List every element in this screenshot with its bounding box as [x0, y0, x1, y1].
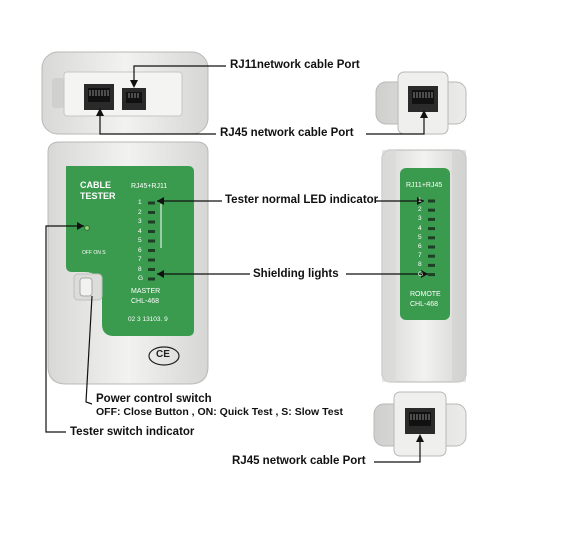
master-led-3 — [148, 220, 155, 224]
remote-tester — [381, 149, 467, 383]
ce-mark-oval — [148, 346, 180, 366]
remote-green-panel — [400, 168, 450, 320]
rj45-port-master — [84, 84, 114, 110]
remote-led-number-4: 4 — [418, 224, 422, 232]
leader-rj45-top-remote — [366, 112, 425, 135]
callout-rj45-port-top: RJ45 network cable Port — [220, 127, 354, 139]
ce-mark: CE — [156, 349, 170, 360]
master-tester — [47, 141, 209, 385]
callout-power-switch-title: Power control switch — [96, 393, 212, 405]
remote-model-line2: CHL-468 — [410, 301, 439, 308]
callout-rj11-port: RJ11network cable Port — [230, 59, 360, 71]
remote-led-2 — [428, 208, 435, 212]
master-led-7 — [148, 258, 155, 262]
master-led-6 — [148, 249, 155, 252]
leader-rj45-bottom — [374, 436, 421, 463]
master-title-line1: CABLE — [80, 180, 111, 190]
callout-led-indicator: Tester normal LED indicator — [225, 194, 379, 206]
master-model-line2: CHL-468 — [131, 298, 160, 305]
master-title-line2: TESTER — [80, 191, 116, 201]
power-switch-knob[interactable] — [79, 277, 93, 297]
remote-led-number-6: 6 — [418, 243, 422, 250]
master-led-number-4: 4 — [138, 227, 142, 235]
callout-power-switch-desc: OFF: Close Button , ON: Quick Test , S: … — [96, 406, 343, 418]
master-model-line1: MASTER — [131, 288, 161, 295]
master-led-number-9: G — [138, 275, 144, 282]
remote-led-9 — [428, 273, 435, 277]
remote-model-line1: ROMOTE — [410, 291, 441, 298]
master-led-1 — [148, 201, 155, 205]
leader-switch-indicator — [45, 225, 84, 433]
master-led-2 — [148, 211, 155, 214]
master-header: RJ45+RJ11 — [131, 183, 168, 190]
master-led-5 — [148, 239, 155, 243]
master-footer-code: 02 3 13103. 9 — [128, 316, 168, 323]
remote-led-4 — [428, 227, 435, 231]
remote-bottom-view — [373, 391, 467, 457]
arrowheads — [77, 80, 428, 442]
leader-rj45-top — [99, 110, 216, 135]
remote-led-8 — [428, 263, 435, 267]
master-led-number-3: 3 — [138, 218, 142, 225]
remote-top-view — [375, 71, 467, 135]
callout-switch-indicator: Tester switch indicator — [70, 426, 195, 438]
remote-led-3 — [428, 217, 435, 221]
leader-lines — [45, 65, 428, 463]
leader-rj11 — [133, 65, 226, 86]
remote-led-7 — [428, 254, 435, 258]
remote-led-number-1: 1 — [418, 197, 422, 204]
callout-rj45-port-bottom: RJ45 network cable Port — [232, 455, 366, 467]
master-led-number-1: 1 — [138, 199, 142, 206]
master-led-9 — [148, 277, 155, 281]
remote-led-1 — [428, 199, 435, 203]
remote-led-number-5: 5 — [418, 233, 422, 241]
master-top-side-clip — [52, 78, 64, 108]
remote-led-number-2: 2 — [418, 206, 422, 214]
remote-led-5 — [428, 236, 435, 240]
remote-led-number-7: 7 — [418, 252, 422, 260]
remote-led-number-8: 8 — [418, 261, 422, 269]
master-green-panel — [66, 166, 194, 336]
leader-power-switch — [85, 295, 93, 405]
master-led-number-6: 6 — [138, 246, 142, 254]
remote-led-column — [428, 199, 435, 277]
master-led-number-8: 8 — [138, 265, 142, 273]
remote-header: RJ11+RJ45 — [406, 182, 443, 189]
master-top-view — [41, 51, 209, 135]
master-switch-legend: OFF ON S — [82, 250, 106, 256]
rj11-port-master — [122, 88, 146, 110]
remote-led-number-9: G — [418, 270, 424, 278]
callout-shielding-lights: Shielding lights — [253, 268, 339, 280]
master-led-number-2: 2 — [138, 208, 142, 216]
remote-led-number-3: 3 — [418, 215, 422, 223]
master-led-number-7: 7 — [138, 256, 142, 263]
switch-indicator-led — [84, 225, 90, 231]
master-led-number-5: 5 — [138, 237, 142, 244]
master-led-8 — [148, 268, 155, 271]
master-led-column — [148, 201, 155, 281]
master-led-4 — [148, 230, 155, 233]
remote-led-6 — [428, 245, 435, 249]
